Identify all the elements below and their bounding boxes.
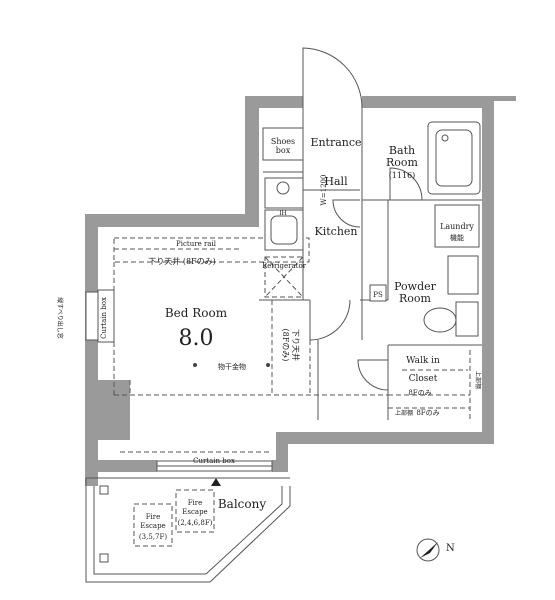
wall-segment	[494, 96, 516, 101]
wall-segment	[85, 460, 157, 472]
wall-segment	[245, 96, 303, 108]
entry-arrow-icon	[211, 478, 221, 486]
entrance-door	[302, 47, 363, 109]
ps-label: PS	[373, 291, 383, 299]
balcony-label: Balcony	[218, 497, 266, 511]
compass-letter: N	[446, 543, 455, 554]
fire-escape-label: Fire	[188, 499, 203, 507]
compass-icon	[416, 538, 440, 562]
wall-segment	[245, 96, 259, 226]
wall-segment	[362, 96, 494, 108]
refrigerator-label: Refrigerator	[262, 262, 307, 270]
fixtures	[85, 121, 481, 486]
bath-room-label: Bath	[389, 144, 415, 157]
ceiling-lines	[113, 237, 470, 453]
powder-room-label: Room	[399, 292, 432, 305]
balcony	[85, 477, 291, 583]
closet-label: Closet	[409, 374, 438, 384]
fire-escape-label: Escape	[182, 508, 207, 516]
bath-room-size: (1116)	[389, 171, 416, 180]
laundry-pan	[434, 204, 480, 248]
bath-door	[389, 167, 423, 201]
wall-segment	[276, 432, 494, 444]
closet-door	[357, 359, 389, 391]
wall-segment	[85, 214, 98, 486]
fire-escape-label: (3,5,7F)	[139, 533, 167, 541]
shoes-box-label: box	[276, 146, 291, 155]
stove	[264, 177, 304, 209]
wall-segment	[482, 96, 494, 442]
laundry-label: Laundry	[440, 222, 474, 231]
picture-rail-label: Picture rail	[176, 240, 217, 248]
wall-segment	[276, 432, 288, 472]
hanger-label: 物干金物	[218, 362, 246, 371]
bedroom-door	[309, 299, 351, 341]
ceiling-note-vertical: 下り天井	[291, 329, 301, 361]
toilet-bowl	[423, 307, 457, 333]
refrigerator	[264, 256, 304, 298]
bath-room-label: Room	[386, 156, 419, 169]
entrance-label: Entrance	[310, 136, 361, 149]
kitchen-label: Kitchen	[315, 225, 358, 238]
hall-label: Hall	[324, 175, 348, 188]
closet-label: Walk in	[406, 356, 440, 366]
left-window	[85, 291, 99, 341]
closet-note: 上部棚	[395, 409, 413, 417]
powder-door	[332, 199, 361, 228]
closet-side-note: 上部棚	[474, 371, 482, 389]
fire-escape-label: Fire	[146, 513, 161, 521]
ceiling-note: 下り天井 (8Fのみ)	[148, 256, 215, 266]
ih-label: IH	[279, 210, 287, 217]
curtain-box-label: Curtain box	[193, 457, 235, 465]
bathtub	[427, 121, 481, 195]
pipe-space	[369, 284, 387, 302]
laundry-label: 機能	[450, 233, 464, 242]
powder-room-label: Powder	[394, 280, 437, 293]
toilet-tank	[455, 301, 479, 337]
wall-segment	[98, 380, 130, 440]
shoes-box-label: Shoes	[271, 137, 295, 146]
closet-note: 8Fのみ	[408, 389, 431, 397]
vanity	[447, 255, 479, 295]
fire-escape-label: Escape	[140, 522, 165, 530]
wall-segment	[85, 214, 259, 227]
shoes-box	[262, 127, 304, 161]
fire-escape-hatch-1	[133, 503, 173, 547]
curtain-box-label-left: Curtain box	[100, 297, 108, 339]
window-note: 縦すべり出し窓	[56, 297, 64, 339]
closet-note: 8Fのみ	[416, 409, 439, 417]
fire-escape-label: (2,4,6,8F)	[178, 519, 213, 527]
labels: Shoes box Entrance Bath Room (1116) Hall…	[56, 136, 482, 541]
hall-width-label: W=1200	[320, 175, 328, 206]
doors	[302, 47, 423, 391]
ceiling-note-vertical: (8Fのみ)	[281, 329, 290, 362]
bed-room-size: 8.0	[179, 326, 214, 351]
compass: N	[416, 538, 455, 562]
fire-escape-hatch-2	[175, 489, 215, 533]
bed-room-label: Bed Room	[165, 306, 228, 320]
